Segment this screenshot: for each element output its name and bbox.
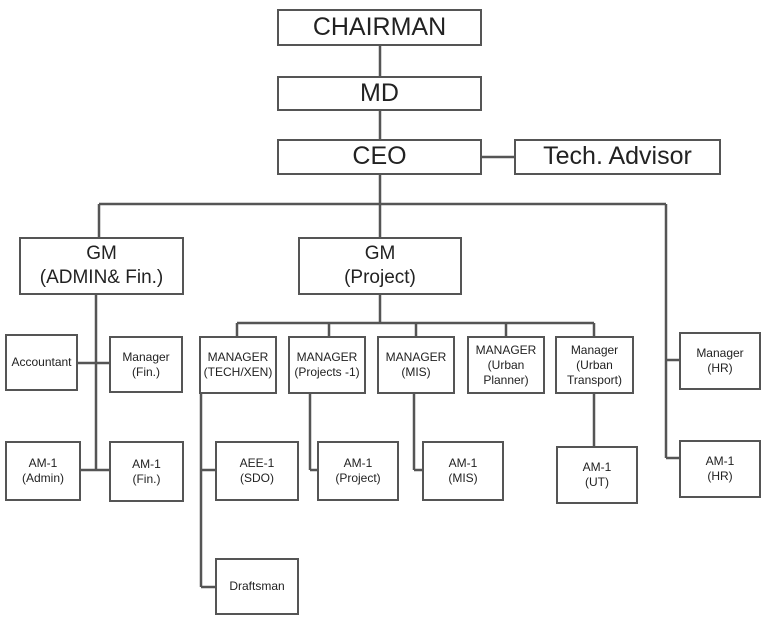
- node-am1-mis: AM-1 (MIS): [422, 441, 504, 501]
- node-gm-admin-fin: GM (ADMIN& Fin.): [19, 237, 184, 295]
- node-md: MD: [277, 76, 482, 111]
- node-manager-fin: Manager (Fin.): [109, 336, 183, 393]
- node-gm-project: GM (Project): [298, 237, 462, 295]
- node-manager-hr: Manager (HR): [679, 332, 761, 390]
- node-tech-advisor: Tech. Advisor: [514, 139, 721, 175]
- node-draftsman: Draftsman: [215, 558, 299, 615]
- node-am1-hr: AM-1 (HR): [679, 440, 761, 498]
- node-am1-admin: AM-1 (Admin): [5, 441, 81, 501]
- node-am1-project: AM-1 (Project): [317, 441, 399, 501]
- node-manager-urban-planner: MANAGER (Urban Planner): [467, 336, 545, 394]
- node-manager-mis: MANAGER (MIS): [377, 336, 455, 394]
- node-am1-fin: AM-1 (Fin.): [109, 441, 184, 502]
- node-accountant: Accountant: [5, 334, 78, 391]
- node-chairman: CHAIRMAN: [277, 9, 482, 46]
- node-manager-projects-1: MANAGER (Projects -1): [288, 336, 366, 394]
- node-manager-urban-transport: Manager (Urban Transport): [555, 336, 634, 394]
- node-ceo: CEO: [277, 139, 482, 175]
- node-am1-ut: AM-1 (UT): [556, 446, 638, 504]
- node-manager-tech-xen: MANAGER (TECH/XEN): [199, 336, 277, 394]
- node-aee1-sdo: AEE-1 (SDO): [215, 441, 299, 501]
